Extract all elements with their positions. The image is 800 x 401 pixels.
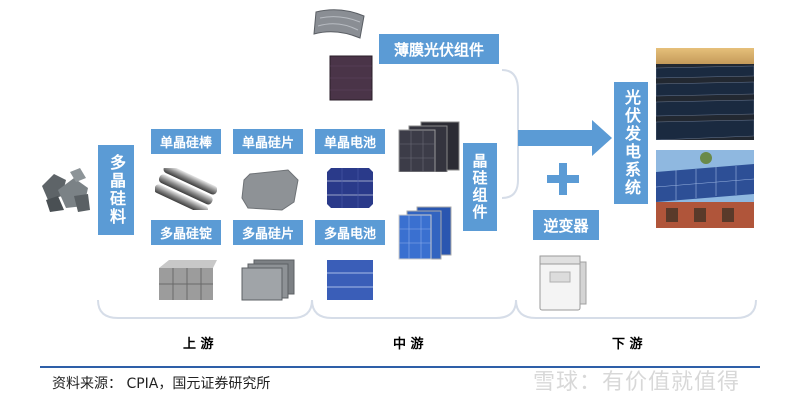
poly-cell-image: [327, 260, 373, 300]
upstream-label: 上 游: [183, 337, 214, 352]
flow-arrow: [518, 120, 612, 156]
footer-rule: [40, 366, 760, 368]
poly-wafers-image: [241, 259, 295, 301]
solar-farm-photo-image: [656, 48, 754, 140]
midstream-label: 中 游: [393, 337, 424, 352]
crystalline-module-box: 晶硅组件: [463, 143, 497, 231]
polysilicon-chunks-image: [42, 168, 90, 212]
mono-wafer-image: [241, 169, 299, 211]
poly-ingot-image: [159, 260, 217, 300]
pv-system-box: 光伏发电系统: [614, 82, 648, 204]
mono-cell-image: [327, 168, 373, 208]
upstream-bracket: [97, 299, 313, 319]
poly-ingot-box: 多晶硅锭: [151, 220, 221, 245]
inverter-device-image: [539, 255, 587, 311]
module-bracket: [501, 69, 519, 199]
mono-rod-box: 单晶硅棒: [151, 129, 221, 154]
mono-silicon-rods-image: [155, 168, 217, 210]
flexible-thin-film-image: [313, 9, 365, 39]
downstream-label: 下 游: [612, 337, 643, 352]
midstream-bracket: [311, 299, 517, 319]
poly-wafer-box: 多晶硅片: [233, 220, 303, 245]
poly-panels-image: [398, 206, 452, 260]
source-note: 资料来源： CPIA，国元证券研究所: [52, 376, 271, 392]
rigid-thin-film-image: [329, 55, 373, 101]
rooftop-solar-photo-image: [656, 150, 754, 228]
polysilicon-material-box: 多晶硅料: [98, 145, 134, 235]
downstream-bracket: [515, 299, 757, 319]
poly-cell-box: 多晶电池: [315, 220, 385, 245]
inverter-box: 逆变器: [533, 210, 599, 240]
watermark: 雪球：有价值就值得: [533, 370, 741, 395]
plus-vertical: [559, 163, 567, 195]
mono-wafer-box: 单晶硅片: [233, 129, 303, 154]
thin-film-module-box: 薄膜光伏组件: [379, 34, 499, 64]
crystalline-panels-image: [398, 121, 460, 172]
mono-cell-box: 单晶电池: [315, 129, 385, 154]
